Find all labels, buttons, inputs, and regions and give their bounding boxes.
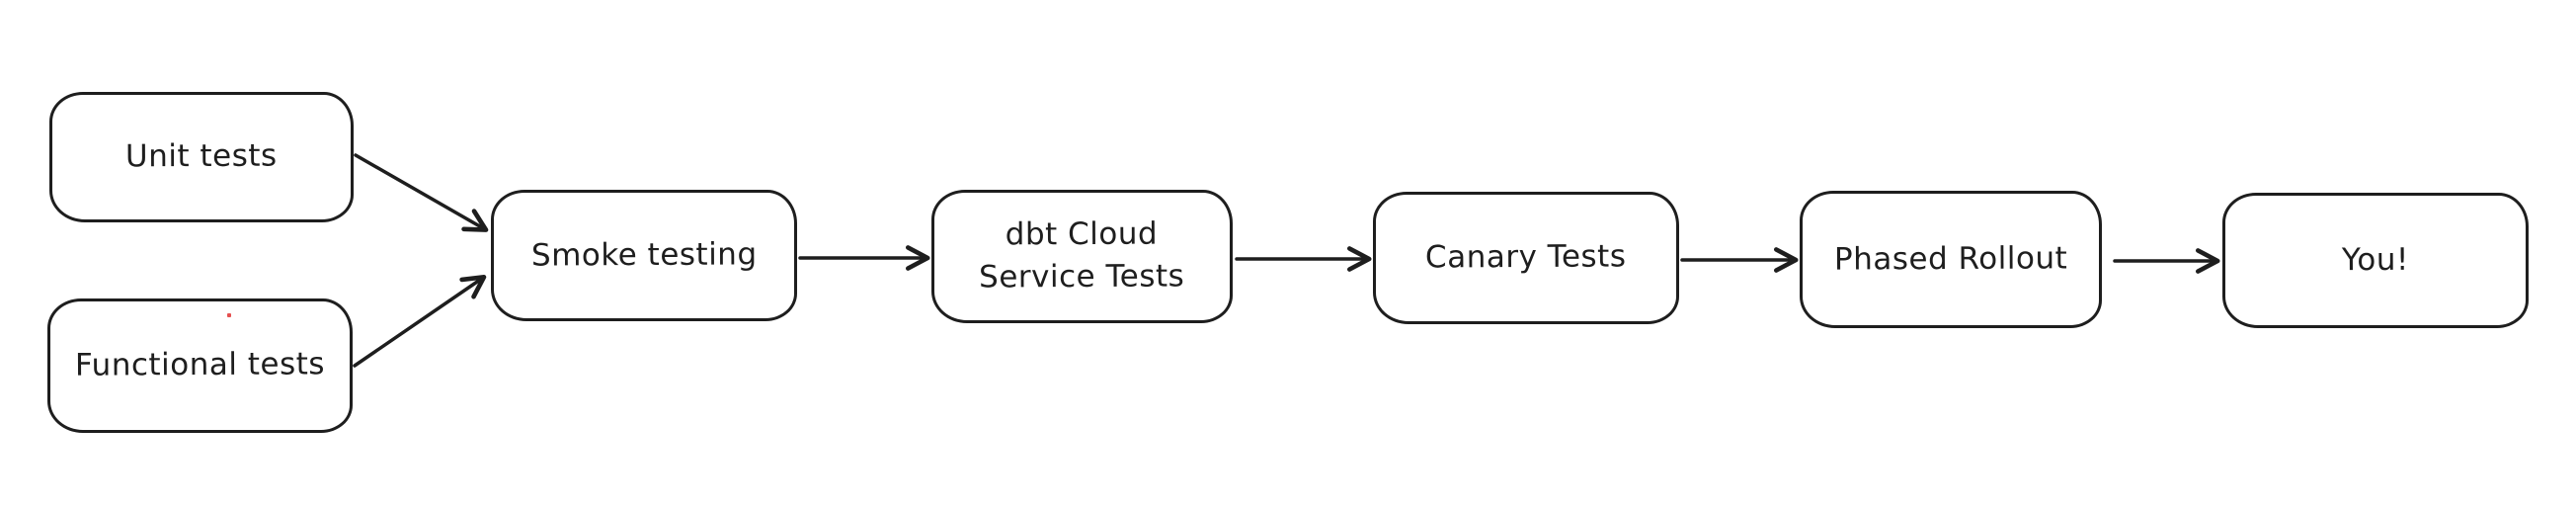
node-unit-tests: Unit tests [49, 92, 354, 222]
node-dbt-cloud-service-tests: dbt Cloud Service Tests [931, 190, 1233, 323]
node-unit-tests-label: Unit tests [125, 137, 278, 175]
node-canary-tests: Canary Tests [1373, 192, 1679, 324]
node-dbt-cloud-service-tests-label: dbt Cloud Service Tests [979, 215, 1185, 297]
node-smoke-testing: Smoke testing [491, 190, 797, 321]
edge-arrow-unit-tests-to-smoke-testing [354, 153, 489, 232]
node-you-label: You! [2341, 241, 2410, 278]
edge-arrow-functional-tests-to-smoke-testing [353, 275, 487, 368]
node-canary-tests-label: Canary Tests [1425, 238, 1627, 276]
node-you: You! [2222, 193, 2529, 328]
node-functional-tests-label: Functional tests [74, 346, 326, 383]
node-phased-rollout: Phased Rollout [1800, 191, 2102, 328]
node-smoke-testing-label: Smoke testing [530, 236, 758, 274]
node-functional-tests: Functional tests [47, 298, 353, 433]
node-phased-rollout-label: Phased Rollout [1833, 240, 2068, 278]
red-dot-artifact [227, 313, 231, 317]
